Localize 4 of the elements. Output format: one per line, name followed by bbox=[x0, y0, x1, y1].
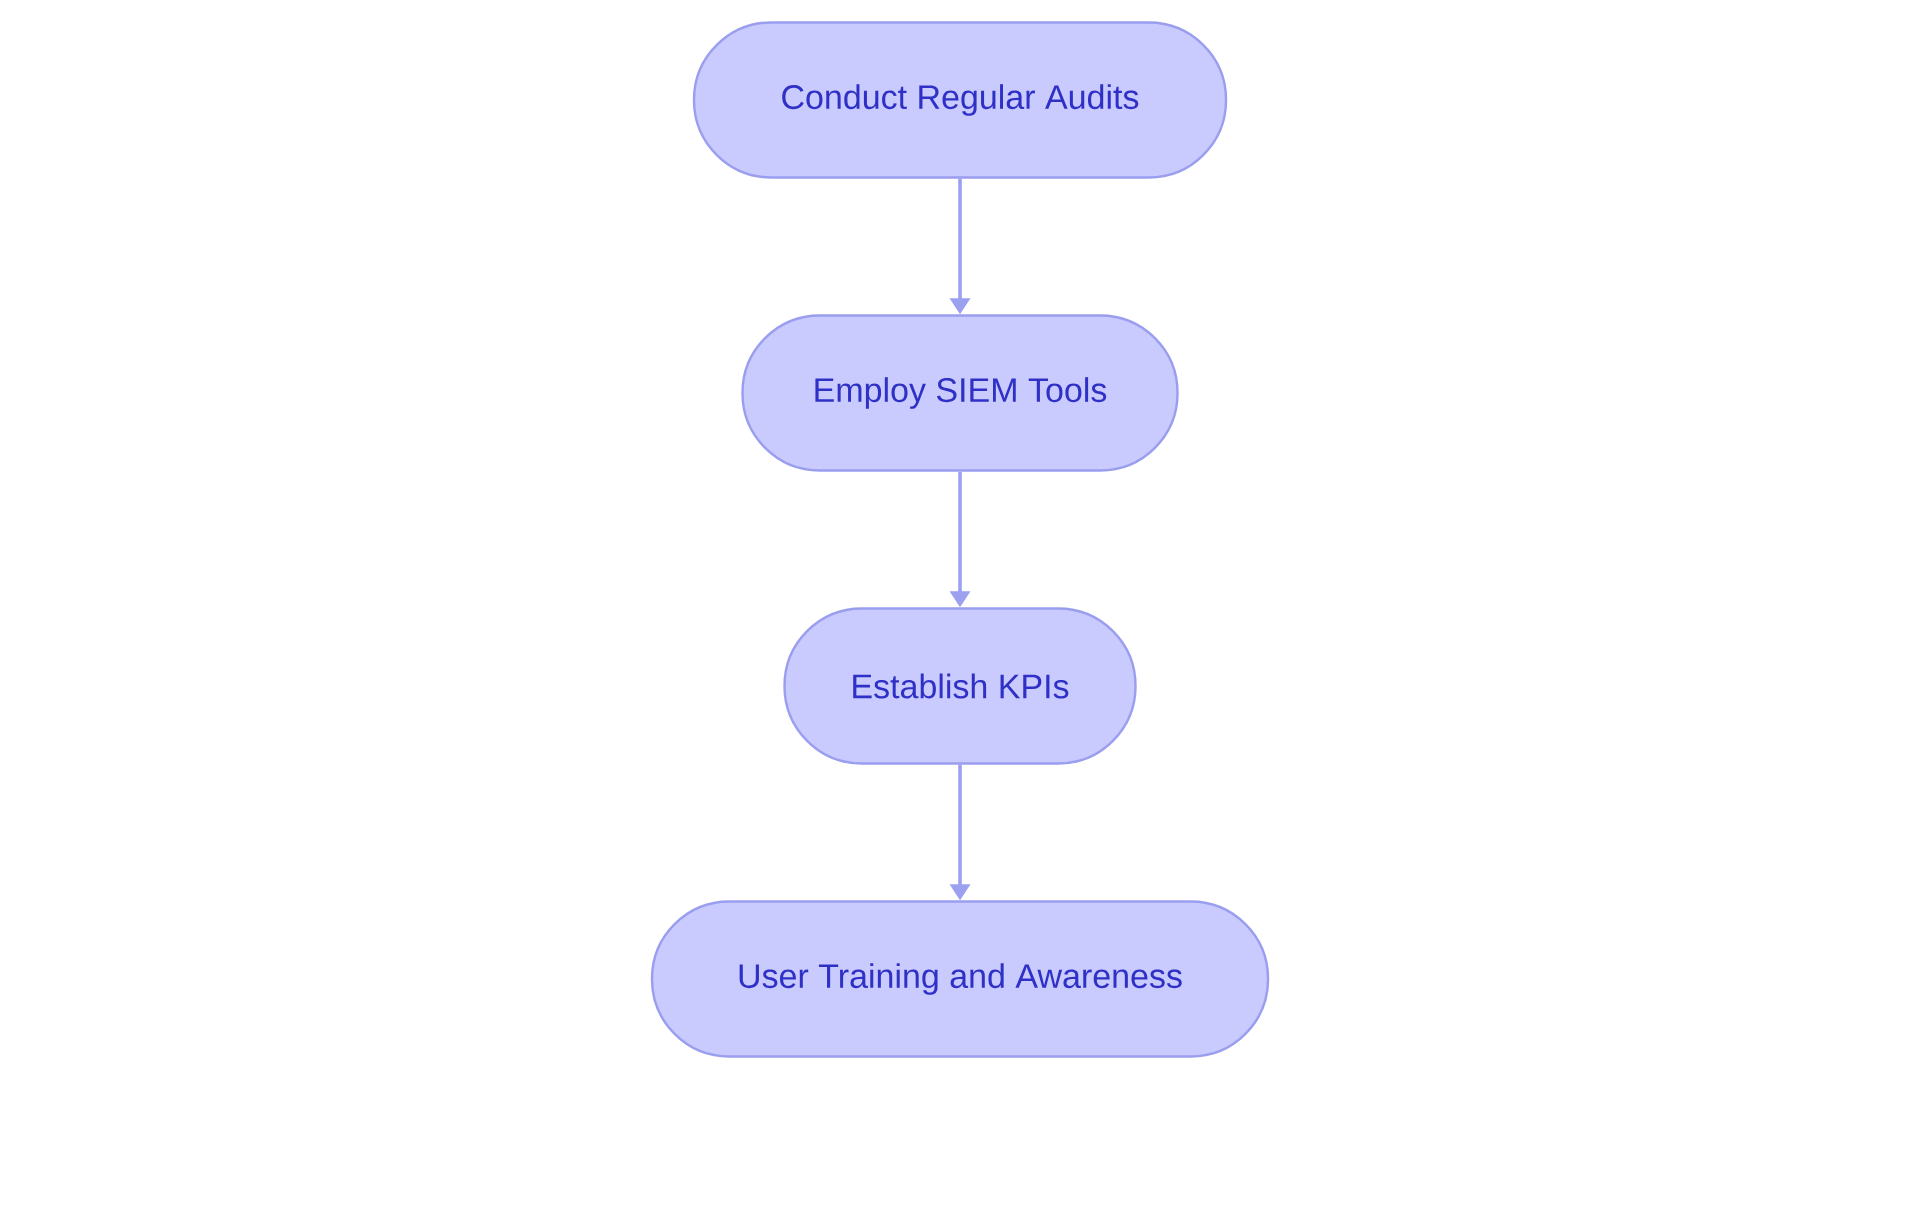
process-box: Employ SIEM Tools bbox=[741, 314, 1179, 472]
process-box: Conduct Regular Audits bbox=[692, 21, 1228, 179]
process-box: User Training and Awareness bbox=[650, 900, 1270, 1058]
process-box: Establish KPIs bbox=[783, 607, 1137, 765]
